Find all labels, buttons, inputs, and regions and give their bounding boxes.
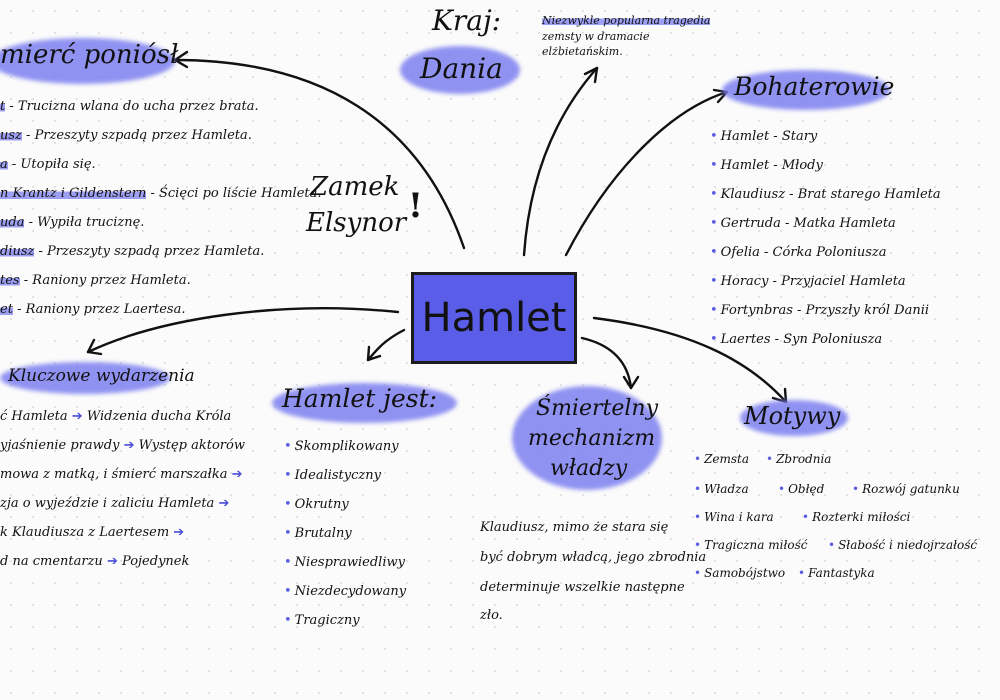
event-item: ć Hamleta ➔ Widzenia ducha Króla	[0, 409, 232, 424]
motif-item: Rozterki miłości	[802, 510, 910, 524]
motif-item: Samobójstwo	[694, 566, 785, 580]
event-item: k Klaudiusza z Laertesem ➔	[0, 525, 185, 540]
arrow-to-hamlet-is	[366, 328, 406, 362]
motif-item: Fantastyka	[798, 566, 875, 580]
motif-item: Zemsta	[694, 452, 749, 466]
genre-note-line: Niezwykle popularna tragedia	[542, 14, 711, 27]
central-title: Hamlet	[421, 295, 567, 341]
motif-item: Tragiczna miłość	[694, 538, 807, 552]
hamlet-is-title: Hamlet jest:	[282, 384, 438, 413]
trait-item: Idealistyczny	[284, 461, 406, 490]
trait-item: Okrutny	[284, 490, 406, 519]
genre-note-line: elżbietańskim.	[542, 45, 623, 58]
highlight-heroes-title	[722, 70, 890, 110]
death-item: et - Raniony przez Laertesa.	[0, 302, 186, 317]
country-value: Dania	[420, 52, 503, 85]
power-text-line: być dobrym władcą, jego zbrodnia	[480, 550, 707, 565]
arrow-to-events	[86, 307, 400, 354]
hero-item: Laertes - Syn Poloniusza	[710, 325, 941, 354]
power-title-line: mechanizm	[528, 426, 656, 451]
highlight-hamlet-is-title	[272, 383, 457, 423]
hero-item: Gertruda - Matka Hamleta	[710, 209, 941, 238]
motif-item: Obłęd	[778, 482, 824, 496]
hero-item: Fortynbras - Przyszły król Danii	[710, 296, 941, 325]
heroes-title: Bohaterowie	[734, 72, 895, 101]
event-item: zja o wyjeździe i zaliciu Hamleta ➔	[0, 496, 230, 511]
highlight-country	[400, 46, 520, 94]
event-item: d na cmentarzu ➔ Pojedynek	[0, 554, 190, 569]
motif-item: Zbrodnia	[766, 452, 831, 466]
hero-item: Hamlet - Młody	[710, 151, 941, 180]
trait-item: Niesprawiedliwy	[284, 548, 406, 577]
power-text-line: determinuje wszelkie następne	[480, 580, 685, 595]
setting-mark: !	[408, 186, 423, 226]
power-text-line: Klaudiusz, mimo że stara się	[480, 520, 669, 535]
trait-item: Brutalny	[284, 519, 406, 548]
event-item: yjaśnienie prawdy ➔ Występ aktorów	[0, 438, 245, 453]
event-item: mowa z matką, i śmierć marszałka ➔	[0, 467, 243, 482]
death-item: n Krantz i Gildenstern - Ścięci po liści…	[0, 186, 322, 201]
trait-item: Tragiczny	[284, 606, 406, 635]
hero-item: Hamlet - Stary	[710, 122, 941, 151]
country-label: Kraj:	[432, 4, 502, 37]
setting-line-2: Elsynor	[306, 208, 407, 238]
trait-item: Skomplikowany	[284, 432, 406, 461]
death-item: t - Trucizna wlana do ucha przez brata.	[0, 99, 259, 114]
events-title: Kluczowe wydarzenia	[8, 366, 195, 386]
death-item: diusz - Przeszyty szpadą przez Hamleta.	[0, 244, 265, 259]
genre-note-line: zemsty w dramacie	[542, 30, 650, 43]
motif-item: Wina i kara	[694, 510, 774, 524]
arrow-to-power	[580, 336, 633, 390]
highlight-deaths-title	[0, 38, 175, 84]
heroes-list: Hamlet - Stary Hamlet - Młody Klaudiusz …	[710, 122, 941, 354]
motif-item: Władza	[694, 482, 749, 496]
power-text-line: zło.	[480, 608, 503, 623]
power-title-line: władzy	[550, 456, 628, 481]
power-title-line: Śmiertelny	[536, 396, 658, 421]
motif-item: Rozwój gatunku	[852, 482, 960, 496]
hero-item: Klaudiusz - Brat starego Hamleta	[710, 180, 941, 209]
hero-item: Ofelia - Córka Poloniusza	[710, 238, 941, 267]
death-item: tes - Raniony przez Hamleta.	[0, 273, 191, 288]
death-item: uda - Wypiła truciznę.	[0, 215, 145, 230]
hamlet-is-list: Skomplikowany Idealistyczny Okrutny Brut…	[284, 432, 406, 635]
deaths-title: mierć poniósł	[0, 40, 179, 70]
arrow-to-heroes	[564, 90, 729, 257]
death-item: usz - Przeszyty szpadą przez Hamleta.	[0, 128, 252, 143]
central-node: Hamlet	[411, 272, 577, 364]
arrow-to-deaths	[173, 58, 466, 250]
setting-line-1: Zamek	[310, 172, 400, 202]
highlight-motifs-title	[740, 400, 848, 436]
arrow-to-country	[522, 66, 599, 257]
motif-item: Słabość i niedojrzałość	[828, 538, 977, 552]
hero-item: Horacy - Przyjaciel Hamleta	[710, 267, 941, 296]
death-item: a - Utopiła się.	[0, 157, 96, 172]
highlight-events-title	[0, 362, 170, 394]
trait-item: Niezdecydowany	[284, 577, 406, 606]
highlight-power-title	[512, 386, 662, 490]
motifs-title: Motywy	[744, 402, 841, 430]
